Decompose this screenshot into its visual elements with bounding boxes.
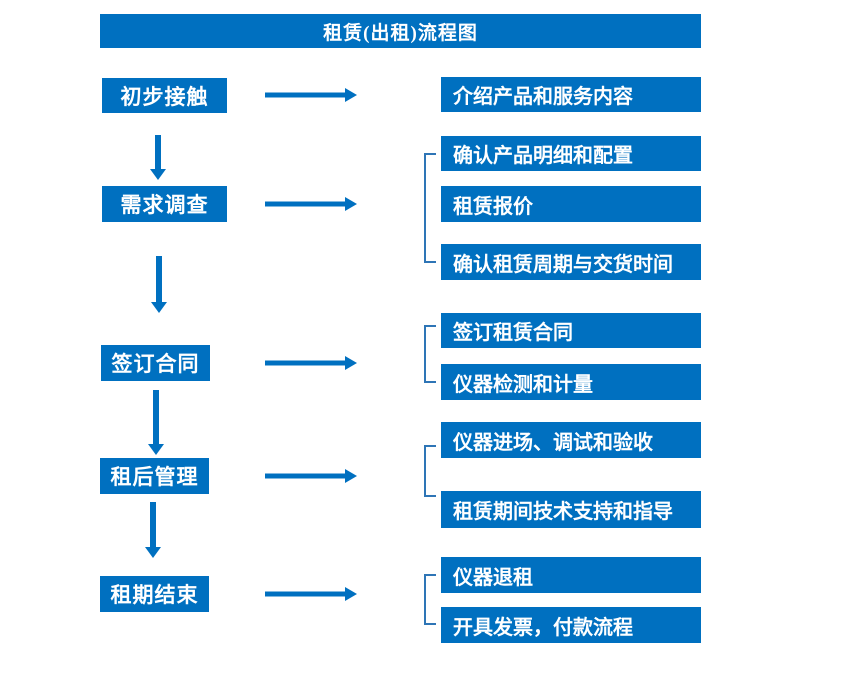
detail-group-bracket-icon bbox=[424, 445, 436, 497]
stage-box-post-rental-management: 租后管理 bbox=[100, 458, 209, 494]
down-arrow-head bbox=[148, 444, 164, 455]
right-arrow-shaft bbox=[265, 360, 346, 366]
detail-box-sign-rental-contract: 签订租赁合同 bbox=[441, 313, 701, 348]
right-arrow-shaft bbox=[265, 92, 346, 98]
right-arrow-head bbox=[345, 587, 357, 601]
down-arrow-shaft bbox=[153, 390, 159, 445]
right-arrow-icon bbox=[265, 355, 357, 371]
detail-box-instrument-testing: 仪器检测和计量 bbox=[441, 364, 701, 400]
detail-box-invoice-payment: 开具发票，付款流程 bbox=[441, 607, 701, 643]
detail-group-bracket-icon bbox=[424, 325, 436, 383]
down-arrow-icon bbox=[144, 502, 162, 558]
detail-box-rental-quote: 租赁报价 bbox=[441, 186, 701, 222]
detail-group-bracket-icon bbox=[424, 574, 436, 625]
detail-box-introduce-products: 介绍产品和服务内容 bbox=[441, 77, 701, 112]
stage-box-lease-end: 租期结束 bbox=[100, 576, 209, 612]
down-arrow-icon bbox=[150, 256, 168, 313]
right-arrow-icon bbox=[265, 586, 357, 602]
down-arrow-head bbox=[150, 169, 166, 180]
detail-box-instrument-return: 仪器退租 bbox=[441, 557, 701, 593]
right-arrow-head bbox=[345, 469, 357, 483]
down-arrow-head bbox=[145, 547, 161, 558]
down-arrow-shaft bbox=[156, 256, 162, 303]
down-arrow-shaft bbox=[150, 502, 156, 548]
right-arrow-icon bbox=[265, 87, 357, 103]
right-arrow-shaft bbox=[265, 201, 346, 207]
detail-box-confirm-product-details: 确认产品明细和配置 bbox=[441, 136, 701, 171]
down-arrow-icon bbox=[149, 135, 167, 180]
flowchart-title: 租赁(出租)流程图 bbox=[100, 14, 701, 48]
stage-box-needs-survey: 需求调查 bbox=[102, 186, 227, 222]
down-arrow-head bbox=[151, 302, 167, 313]
right-arrow-head bbox=[345, 88, 357, 102]
down-arrow-icon bbox=[147, 390, 165, 455]
stage-box-contract-signing: 签订合同 bbox=[101, 345, 210, 381]
down-arrow-shaft bbox=[155, 135, 161, 170]
right-arrow-shaft bbox=[265, 591, 346, 597]
right-arrow-icon bbox=[265, 468, 357, 484]
right-arrow-head bbox=[345, 197, 357, 211]
detail-box-confirm-rental-period: 确认租赁周期与交货时间 bbox=[441, 244, 701, 280]
detail-box-instrument-setup-acceptance: 仪器进场、调试和验收 bbox=[441, 422, 701, 458]
right-arrow-shaft bbox=[265, 473, 346, 479]
stage-box-initial-contact: 初步接触 bbox=[102, 78, 227, 113]
detail-group-bracket-icon bbox=[424, 153, 436, 263]
detail-box-rental-tech-support: 租赁期间技术支持和指导 bbox=[441, 491, 701, 528]
right-arrow-head bbox=[345, 356, 357, 370]
right-arrow-icon bbox=[265, 196, 357, 212]
